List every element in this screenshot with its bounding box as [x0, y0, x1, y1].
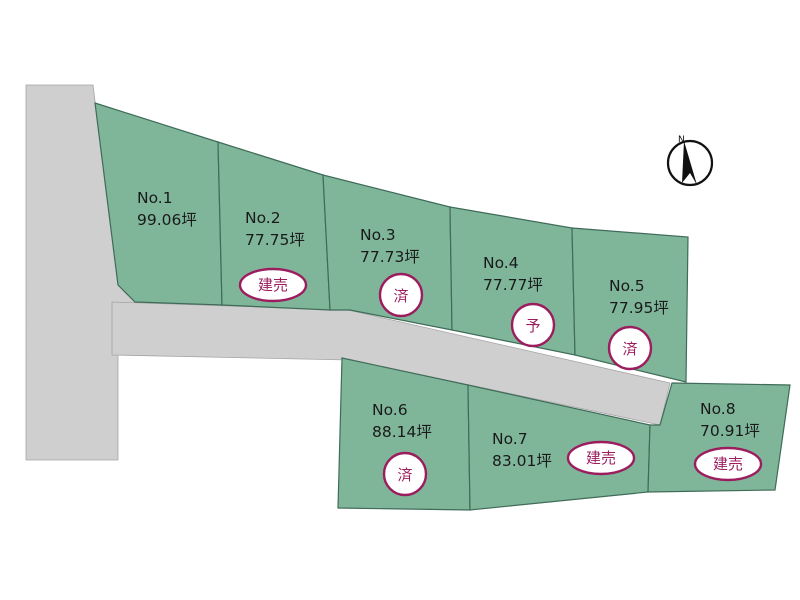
compass-label: N: [678, 135, 685, 145]
plot-5[interactable]: [571, 227, 689, 383]
plot-4-number: No.4: [483, 254, 519, 272]
plot-6-number: No.6: [372, 401, 408, 419]
plot-8-number: No.8: [700, 400, 736, 418]
plot-3-status-badge: 済: [378, 272, 424, 318]
plot-labels: No.1 99.06坪 No.2 77.75坪 No.3 77.73坪 No.4…: [137, 189, 760, 470]
plot-2-status-badge: 建売: [238, 267, 308, 303]
plot-7-status-badge: 建売: [566, 440, 636, 476]
plot-7-area: 83.01坪: [492, 452, 552, 470]
plot-3-status: 済: [393, 287, 408, 305]
plot-5-area: 77.95坪: [609, 299, 669, 317]
plot-2-status: 建売: [258, 276, 288, 294]
plot-3-number: No.3: [360, 226, 396, 244]
plot-5-status: 済: [622, 340, 637, 358]
roads: [25, 84, 671, 461]
plot-8-status: 建売: [713, 455, 743, 473]
plot-3-area: 77.73坪: [360, 248, 420, 266]
plot-7-status: 建売: [586, 449, 616, 467]
plot-4-status-badge: 予: [510, 302, 556, 348]
plot-1[interactable]: [94, 102, 223, 306]
plot-5-status-badge: 済: [607, 325, 653, 371]
plot-6-status: 済: [397, 466, 412, 484]
plot-2-area: 77.75坪: [245, 231, 305, 249]
north-arrow-icon: N: [666, 135, 714, 187]
plot-4-status: 予: [525, 317, 540, 335]
plot-6-status-badge: 済: [382, 451, 428, 497]
plot-8-status-badge: 建売: [693, 446, 763, 482]
plot-8-area: 70.91坪: [700, 422, 760, 440]
plot-7-number: No.7: [492, 430, 528, 448]
plot-4-area: 77.77坪: [483, 276, 543, 294]
plot-6-area: 88.14坪: [372, 423, 432, 441]
plot-2-number: No.2: [245, 209, 281, 227]
status-badges: 建売 済 予 済 済 建売 建売: [238, 267, 763, 497]
plot-1-area: 99.06坪: [137, 211, 197, 229]
plot-5-number: No.5: [609, 277, 645, 295]
plot-1-number: No.1: [137, 189, 173, 207]
